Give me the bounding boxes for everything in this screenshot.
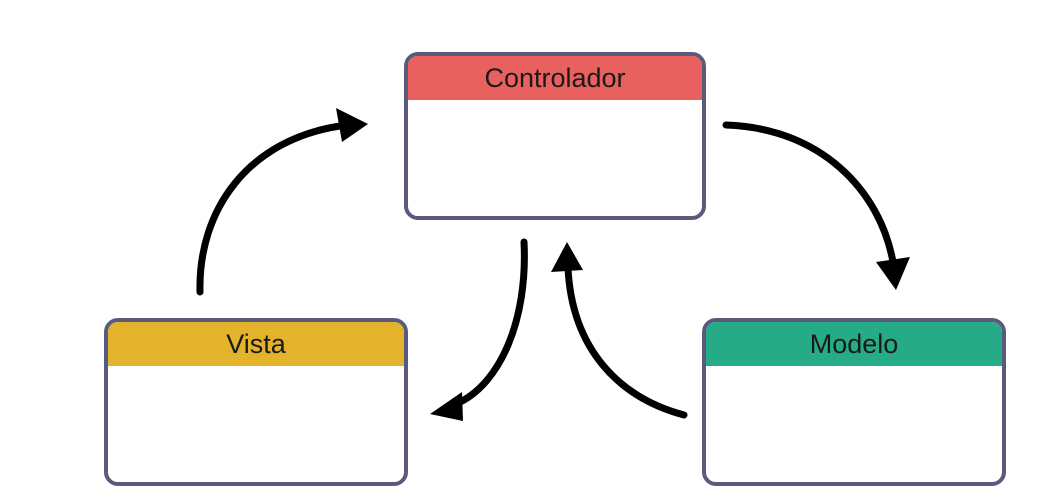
vista-label: Vista bbox=[226, 328, 286, 359]
arrow-vista-to-controlador bbox=[196, 108, 368, 296]
modelo-label: Modelo bbox=[809, 328, 899, 359]
controlador-box: Controlador bbox=[404, 52, 706, 220]
controlador-label: Controlador bbox=[484, 62, 626, 93]
modelo-header: Modelo bbox=[706, 322, 1002, 366]
controlador-header: Controlador bbox=[408, 56, 702, 100]
arrow-modelo-to-controlador bbox=[551, 242, 688, 419]
arrow-controlador-to-modelo bbox=[722, 121, 910, 290]
vista-box: Vista bbox=[104, 318, 408, 486]
modelo-box: Modelo bbox=[702, 318, 1006, 486]
vista-header: Vista bbox=[108, 322, 404, 366]
arrow-controlador-to-vista bbox=[430, 238, 528, 421]
